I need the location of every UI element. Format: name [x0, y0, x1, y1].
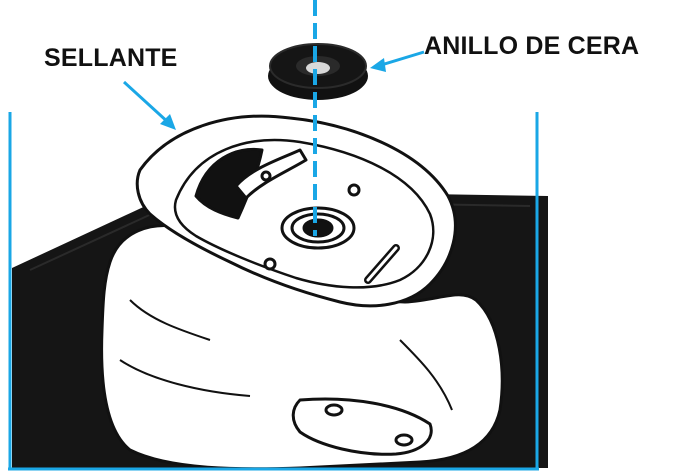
- sealant-label: SELLANTE: [44, 44, 178, 72]
- wax-ring-label: ANILLO DE CERA: [424, 32, 640, 60]
- wax-ring: [268, 43, 368, 100]
- wax-ring-arrow: [370, 50, 425, 72]
- toilet-base: [100, 114, 504, 471]
- wall-lines: [8, 112, 539, 471]
- sealant-arrow: [122, 80, 176, 130]
